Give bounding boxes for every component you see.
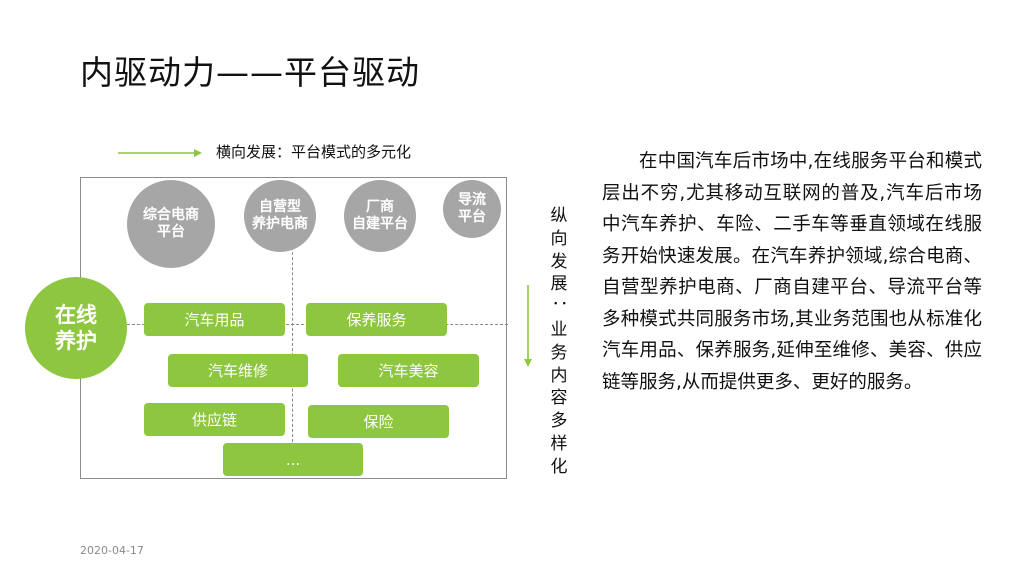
- platform-label: 综合电商: [143, 207, 199, 224]
- center-label: 在线: [55, 302, 97, 327]
- platform-label: 自营型: [259, 199, 301, 216]
- platform-label: 导流: [458, 192, 486, 209]
- vertical-caption-char: 多: [550, 411, 568, 432]
- platform-label: 平台: [157, 224, 185, 240]
- platform-label: 自建平台: [352, 216, 408, 232]
- description-paragraph: 在中国汽车后市场中,在线服务平台和模式层出不穷,尤其移动互联网的普及,汽车后市场…: [602, 151, 982, 393]
- vertical-caption-char: 容: [550, 388, 568, 409]
- platform-label: 养护电商: [252, 216, 308, 232]
- vertical-caption-char: 样: [550, 433, 568, 454]
- service-more: ...: [223, 443, 363, 476]
- vertical-caption-char: 内: [550, 365, 568, 386]
- vertical-divider: [292, 242, 293, 442]
- service-insurance: 保险: [308, 405, 449, 438]
- service-beauty: 汽车美容: [338, 354, 479, 387]
- service-auto-supplies: 汽车用品: [144, 303, 285, 336]
- vertical-caption-char: 化: [550, 456, 568, 477]
- slide-date: 2020-04-17: [80, 544, 144, 557]
- vertical-development-caption: 纵向发展 ： 业务内容多样化: [548, 205, 570, 479]
- service-repair: 汽车维修: [168, 354, 308, 387]
- vertical-caption-char: 业: [550, 319, 568, 340]
- down-arrow-icon: [524, 285, 532, 367]
- platform-circle-manufacturer: 厂商自建平台: [344, 180, 416, 252]
- vertical-caption-char: 向: [550, 228, 568, 249]
- platform-circle-traffic: 导流平台: [443, 180, 501, 238]
- vertical-caption-char: ：: [549, 299, 570, 317]
- platform-label: 厂商: [366, 199, 394, 216]
- platform-circle-self-operated: 自营型养护电商: [244, 180, 316, 252]
- service-maintenance: 保养服务: [306, 303, 447, 336]
- horizontal-development-caption: 横向发展：平台模式的多元化: [216, 143, 412, 161]
- vertical-caption-char: 发: [550, 251, 568, 272]
- vertical-caption-char: 纵: [550, 206, 568, 226]
- online-maintenance-circle: 在线养护: [25, 277, 127, 379]
- right-arrow-icon: [118, 149, 202, 157]
- vertical-caption-char: 展: [550, 274, 568, 295]
- center-label: 养护: [55, 329, 97, 353]
- platform-circle-comprehensive-ecommerce: 综合电商平台: [127, 180, 215, 268]
- platform-label: 平台: [458, 209, 486, 225]
- slide-title: 内驱动力——平台驱动: [80, 53, 420, 92]
- vertical-caption-char: 务: [550, 342, 568, 363]
- service-supply-chain: 供应链: [144, 403, 285, 436]
